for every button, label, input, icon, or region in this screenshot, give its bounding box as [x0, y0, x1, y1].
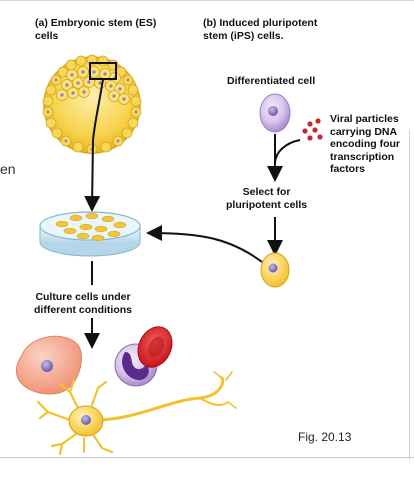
neuron: [36, 371, 237, 456]
peach-cell: [15, 335, 82, 395]
left-text-fragment: en: [0, 161, 16, 177]
neuron-body: [68, 405, 104, 437]
panel-b-title: (b) Induced pluripotent stem (iPS) cells…: [203, 17, 317, 42]
arrow-es-to-dish: [84, 78, 104, 212]
arrow-viral: [274, 139, 301, 163]
differentiated-cell: [259, 93, 291, 133]
select-label: Select for pluripotent cells: [226, 186, 308, 211]
panel-a-letter: (a): [35, 17, 48, 29]
viral-particles-label: Viral particles carrying DNA encoding fo…: [330, 113, 400, 175]
petri-dish: [39, 211, 141, 257]
blastocyst: [42, 54, 142, 155]
bottom-border-line: [0, 457, 414, 458]
ips-cell: [260, 252, 290, 288]
panel-b-letter: (b): [203, 17, 217, 29]
arrow-ips-to-dish: [146, 225, 263, 263]
top-border: [0, 0, 414, 1]
dish-colonies: [55, 212, 127, 242]
viral-particles-icon: [302, 118, 323, 141]
panel-a-text: Embryonic stem (ES) cells: [35, 17, 157, 42]
panel-a-title: (a) Embryonic stem (ES) cells: [35, 17, 156, 42]
right-border-line: [409, 130, 410, 460]
figure-caption: Fig. 20.13: [298, 430, 352, 444]
culture-label: Culture cells under different conditions: [34, 291, 132, 316]
panel-b-text: Induced pluripotent stem (iPS) cells.: [203, 17, 318, 42]
red-blood-cell: [137, 326, 173, 368]
differentiated-cell-label: Differentiated cell: [227, 75, 316, 87]
